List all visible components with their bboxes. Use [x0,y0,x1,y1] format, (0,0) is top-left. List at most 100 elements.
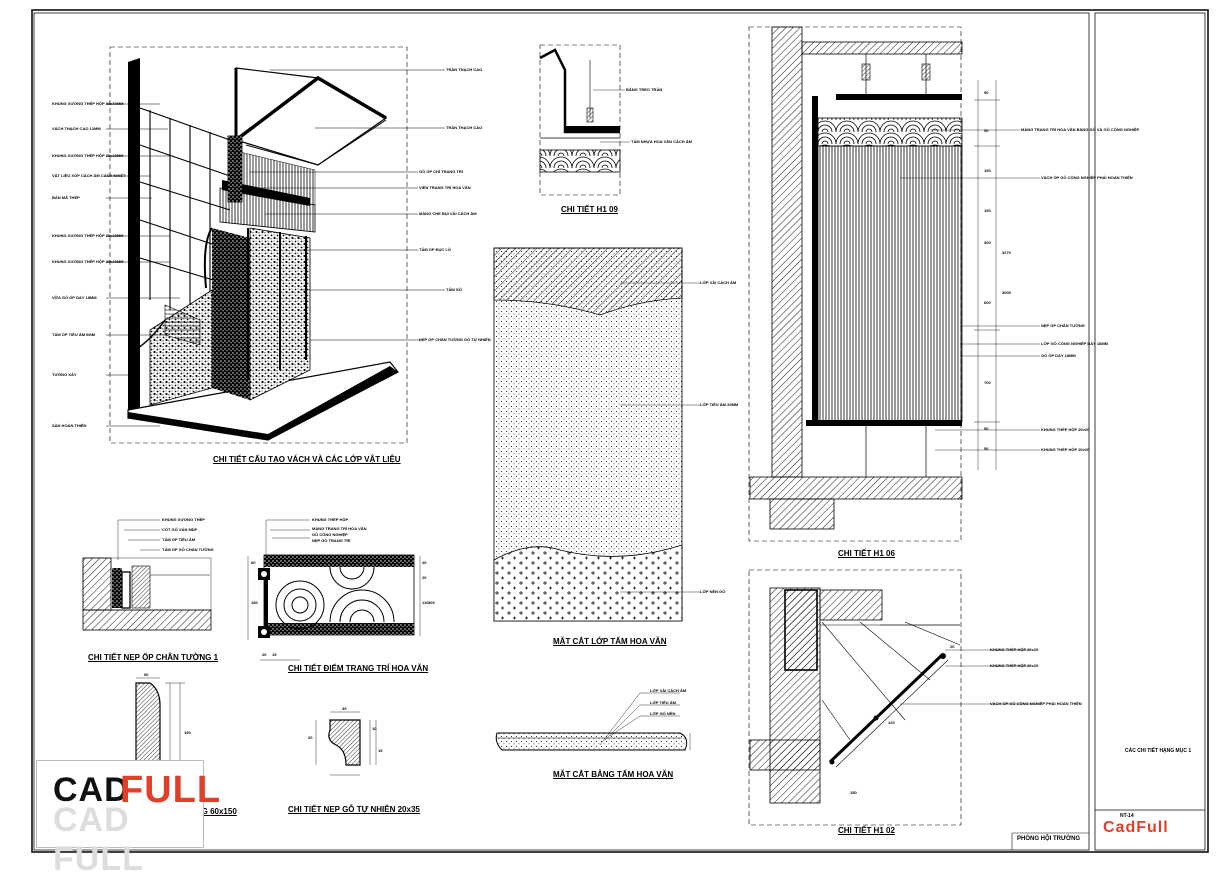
note: KHUNG THÉP HỘP 20x20 [1041,427,1090,432]
note: VIỀN TRANG TRÍ HOA VĂN [419,185,471,190]
detail-diem-trang-tri [247,519,421,661]
note: VẬT LIỆU XỐP CÁCH ÂM CÁCH NHIỆT [52,173,126,178]
project-name: PHÒNG HỘI TRƯỜNG [1017,836,1081,842]
note: LỚP GỖ NỀN [650,711,676,716]
dimension-label: 150 [984,208,991,213]
caption-main-iso: CHI TIẾT CẤU TẠO VÁCH VÀ CÁC LỚP VẬT LIỆ… [213,455,401,464]
brand-watermark: CadFull [1103,819,1169,836]
note: TẤM ỐP TIÊU ÂM 6MM [52,332,96,337]
note: VÁCH THẠCH CAO 12MM [52,126,101,131]
caption-ct02: CHI TIẾT H1 02 [838,826,895,835]
dimension-label: 20 [422,560,427,565]
detail-ct06 [748,26,1040,542]
note: LỚP NỀN GỖ [700,589,726,594]
detail-ct09 [539,44,630,196]
dimension-label: 300 [428,600,435,605]
note: VÁCH ỐP GỖ CÔNG NGHIỆP PHẢI HOÀN THIỆN [990,701,1082,706]
caption-section-bang: MẶT CẮT BẢNG TẤM HOA VĂN [553,770,674,779]
note: SÀN HOÀN THIỆN [52,423,87,428]
dimension-label: 60 [251,560,256,565]
dimension-label: 180 [251,600,258,605]
dimension-label: 300 [984,240,991,245]
note: GỖ CÔNG NGHIỆP [312,532,348,537]
iso-wall-detail [106,46,445,444]
dimension-label: 150 [850,790,857,795]
dimension-label: 150 [984,168,991,173]
caption-diem-trang-tri: CHI TIẾT ĐIỂM TRANG TRÍ HOA VĂN [288,664,429,673]
note: GỖ ỐP CHỈ TRANG TRÍ [419,169,463,174]
sheet-number: NT-14 [1120,813,1134,819]
note: KHUNG THÉP HỘP 20x20 [990,647,1039,652]
section-bang-tam [495,692,691,751]
note: TẤM GỖ [446,287,462,292]
dimension-label: 120 [888,720,895,725]
dimension-label: 10 [372,726,377,731]
note: CỐT GỖ VÁN MDF [162,527,198,532]
dimension-label: 20 [262,652,267,657]
dimension-label: 600 [984,300,991,305]
note: TRẦN THẠCH CAO [446,125,483,130]
dimension-label: 3270 [1002,250,1011,255]
note: BĂNG TREO TRẦN [626,87,663,92]
note: KHUNG XƯƠNG THÉP HỘP 20x20MM [52,233,124,238]
note: NẸP ỐP CHÂN TƯỜNG [1041,323,1085,328]
note: KHUNG THÉP HỘP 20x20 [1041,447,1090,452]
note: KHUNG XƯƠNG THÉP [162,517,205,522]
dimension-label: 50 [984,128,989,133]
logo-full-text: FULL [120,769,222,811]
note: NẸP GỖ TRANG TRÍ [312,538,351,543]
dimension-label: 60 [144,672,149,677]
note: TẤM NHỰA HOA VĂN CÁCH ÂM [631,139,693,144]
drawing-title: CÁC CHI TIẾT HẠNG MỤC 1 [1125,748,1192,754]
detail-nep-op [82,519,212,631]
dimension-label: 150 [184,730,191,735]
note: KHUNG XƯƠNG THÉP HỘP 30x30MM [52,101,124,106]
note: TẤM ỐP TIÊU ÂM [162,537,196,542]
note: LỚP VẢI CÁCH ÂM [650,688,687,693]
note: MÀNG CHE BỤI VẢI CÁCH ÂM [419,211,477,216]
cadfull-logo: CAD FULL CAD FULL [36,760,220,878]
note: MÀNG TRANG TRÍ HOA VĂN [312,526,367,531]
drawing-sheet [31,9,1209,853]
note: LỚP TIÊU ÂM [650,700,677,705]
detail-ct02 [748,569,1040,826]
note: VÁCH ỐP GỖ CÔNG NGHIỆP PHẢI HOÀN THIỆN [1041,175,1133,180]
dimension-label: 35 [342,706,347,711]
dimension-label: 20 [422,575,427,580]
caption-nep-op-1: CHI TIẾT NẸP ỐP CHÂN TƯỜNG 1 [88,653,219,662]
note: LỚP TIÊU ÂM 20MM [700,402,739,407]
dimension-label: 50 [984,90,989,95]
dimension-label: 50 [984,426,989,431]
caption-ct06: CHI TIẾT H1 06 [838,549,895,558]
note: TẤM ỐP ĐỤC LỖ [419,247,451,252]
caption-section-tam: MẶT CẮT LỚP TẤM HOA VĂN [553,637,667,646]
section-tam-panel [493,247,700,622]
note: NẸP ỐP CHÂN TƯỜNG GỖ TỰ NHIÊN [419,337,491,342]
dimension-label: 700 [984,380,991,385]
dimension-label: 20 [308,735,313,740]
note: LỚP VẢI CÁCH ÂM [700,280,737,285]
dimension-label: 15 [272,652,277,657]
note: KHUNG XƯƠNG THÉP HỘP 20x20MM [52,259,124,264]
note: TRẦN THẠCH CAO [446,67,483,72]
dimension-label: 20 [950,644,955,649]
note: MÀNG TRANG TRÍ HOA VĂN BẰNG GỖ VÀ GỖ CÔN… [1021,127,1140,132]
note: KHUNG THÉP HỘP 20x20 [990,663,1039,668]
logo-ghost-text: CAD FULL [53,801,144,878]
note: LỚP GỖ CÔNG NGHIỆP DÀY 18MM [1041,341,1108,346]
note: TẤM ỐP GỖ CHÂN TƯỜNG [162,547,214,552]
note: KHUNG XƯƠNG THÉP HỘP 20x20MM [52,153,124,158]
note: KHUNG THÉP HỘP [312,517,349,522]
logo-cad-text: CAD [53,771,130,809]
sheet-frame [31,9,1209,853]
dimension-label: 3000 [1002,290,1011,295]
note: BẢN MÃ THÉP [52,195,80,200]
dimension-label: 110 [422,600,429,605]
dimension-label: 15 [378,748,383,753]
dimension-label: 50 [984,446,989,451]
caption-nep-go: CHI TIẾT NẸP GỖ TỰ NHIÊN 20x35 [288,805,420,814]
detail-nep-go [315,711,377,776]
note: TƯỜNG XÂY [52,372,77,377]
note: VỮA GỖ ỐP DÀY 18MM [52,295,97,300]
note: GỖ ỐP DÀY 18MM [1041,353,1076,358]
